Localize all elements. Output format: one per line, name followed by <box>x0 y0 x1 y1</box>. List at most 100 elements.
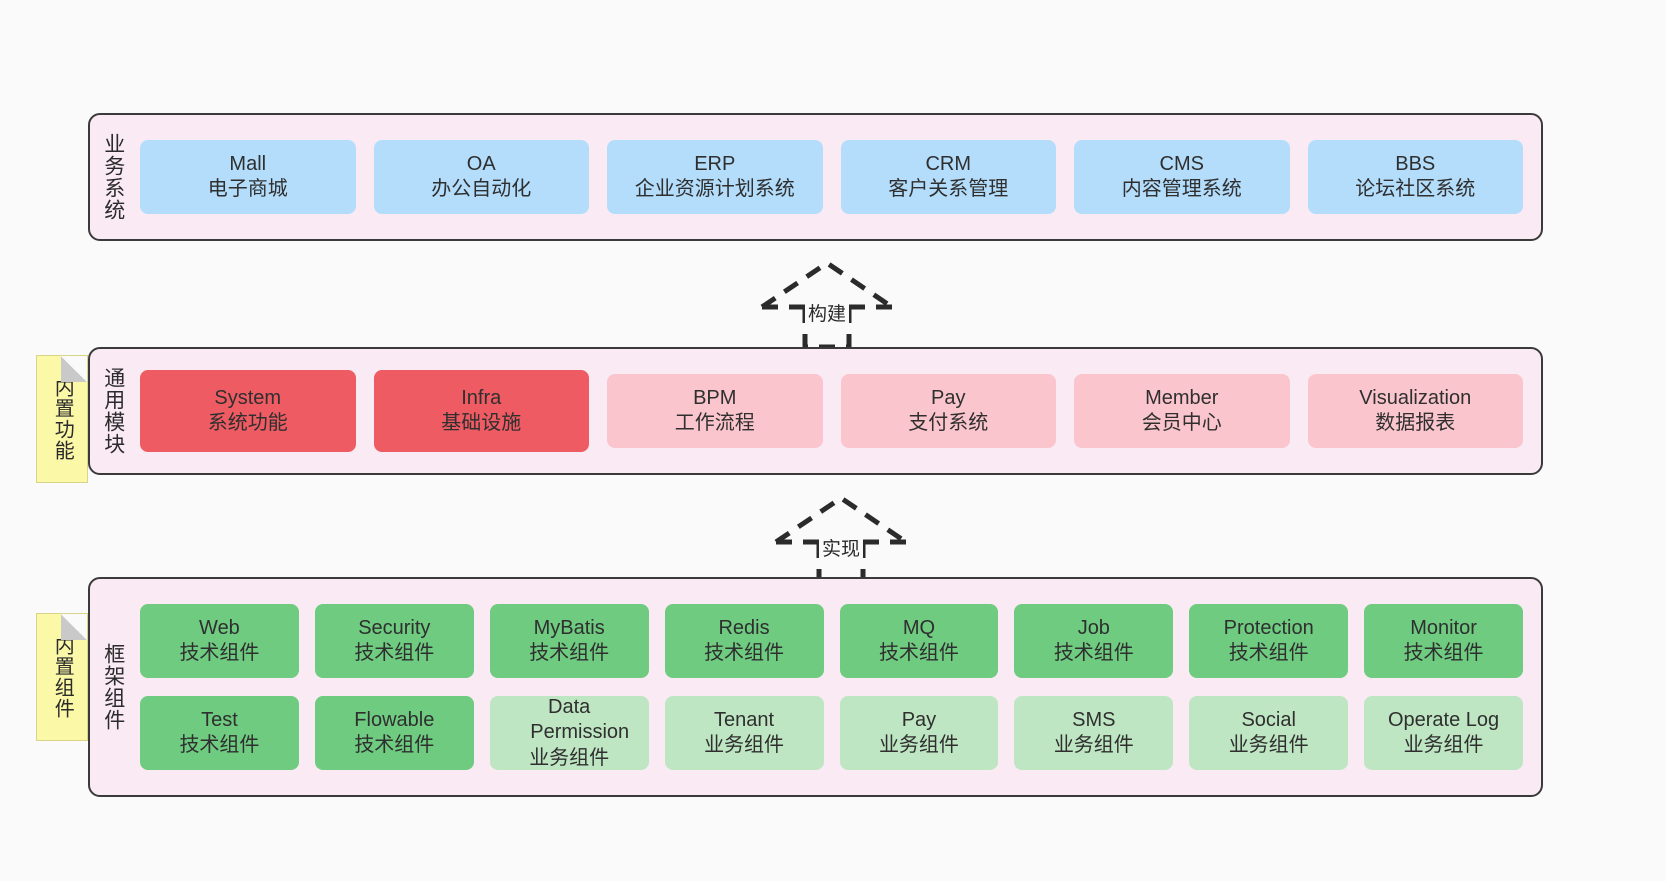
card-system-subtitle: 系统功能 <box>207 412 288 434</box>
card-web-title: Web <box>199 616 240 639</box>
card-cms[interactable]: CMS 内容管理系统 <box>1074 140 1290 214</box>
card-oa-title: OA <box>466 152 496 175</box>
card-sms[interactable]: SMS 业务组件 <box>1014 696 1174 770</box>
card-member-title: Member <box>1145 386 1219 409</box>
connector-implement: 实现 <box>766 490 916 585</box>
card-mq-title: MQ <box>902 616 936 639</box>
card-security-title: Security <box>358 616 431 639</box>
card-redis-title: Redis <box>718 616 770 639</box>
card-job[interactable]: Job 技术组件 <box>1014 604 1174 678</box>
card-pay-component-title: Pay <box>901 708 937 731</box>
common-modules-card-list: System 系统功能 Infra 基础设施 BPM 工作流程 Pay 支付系统… <box>136 349 1541 473</box>
card-flowable-subtitle: 技术组件 <box>354 734 435 756</box>
card-job-title: Job <box>1077 616 1110 639</box>
card-visualization-title: Visualization <box>1359 386 1472 409</box>
card-protection-subtitle: 技术组件 <box>1228 642 1309 664</box>
card-pay-component-subtitle: 业务组件 <box>878 734 959 756</box>
card-crm-subtitle: 客户关系管理 <box>888 178 1009 200</box>
card-operate-log-title: Operate Log <box>1387 708 1500 731</box>
card-monitor-title: Monitor <box>1410 616 1477 639</box>
card-security-subtitle: 技术组件 <box>354 642 435 664</box>
card-data-permission-subtitle: 业务组件 <box>529 746 610 769</box>
card-test-subtitle: 技术组件 <box>179 734 260 756</box>
card-mybatis[interactable]: MyBatis 技术组件 <box>489 604 649 678</box>
card-pay-component[interactable]: Pay 业务组件 <box>839 696 999 770</box>
card-system[interactable]: System 系统功能 <box>140 370 356 452</box>
card-protection-title: Protection <box>1223 616 1314 639</box>
card-bbs-subtitle: 论坛社区系统 <box>1355 178 1476 200</box>
card-tenant-title: Tenant <box>714 708 775 731</box>
card-security[interactable]: Security 技术组件 <box>314 604 474 678</box>
card-erp-subtitle: 企业资源计划系统 <box>634 178 795 200</box>
card-job-subtitle: 技术组件 <box>1053 642 1134 664</box>
card-infra-subtitle: 基础设施 <box>441 412 522 434</box>
business-systems-card-list: Mall 电子商城 OA 办公自动化 ERP 企业资源计划系统 CRM 客户关系… <box>136 115 1541 239</box>
connector-implement-label: 实现 <box>818 534 864 561</box>
card-protection[interactable]: Protection 技术组件 <box>1189 604 1349 678</box>
card-member-subtitle: 会员中心 <box>1141 412 1222 434</box>
layer-title-business-systems: 业务系统 <box>101 133 125 221</box>
card-infra[interactable]: Infra 基础设施 <box>373 370 589 452</box>
card-redis-subtitle: 技术组件 <box>704 642 785 664</box>
connector-build: 构建 <box>752 255 902 350</box>
card-operate-log[interactable]: Operate Log 业务组件 <box>1364 696 1523 770</box>
framework-components-card-list: Web 技术组件 Security 技术组件 MyBatis 技术组件 Redi… <box>136 579 1541 795</box>
card-infra-title: Infra <box>461 386 502 409</box>
card-mybatis-title: MyBatis <box>533 616 605 639</box>
card-mq[interactable]: MQ 技术组件 <box>839 604 999 678</box>
card-bpm[interactable]: BPM 工作流程 <box>607 374 823 448</box>
card-pay-module-subtitle: 支付系统 <box>908 412 989 434</box>
card-mybatis-subtitle: 技术组件 <box>529 642 610 664</box>
card-visualization[interactable]: Visualization 数据报表 <box>1307 374 1523 448</box>
note-fold-corner-icon <box>61 614 87 640</box>
card-tenant-subtitle: 业务组件 <box>704 734 785 756</box>
card-sms-subtitle: 业务组件 <box>1053 734 1134 756</box>
note-builtin-features: 内置功能 <box>36 355 88 483</box>
card-bbs[interactable]: BBS 论坛社区系统 <box>1307 140 1523 214</box>
card-mq-subtitle: 技术组件 <box>878 642 959 664</box>
card-flowable[interactable]: Flowable 技术组件 <box>314 696 474 770</box>
card-pay-module[interactable]: Pay 支付系统 <box>840 374 1056 448</box>
card-crm-title: CRM <box>925 152 972 175</box>
card-bbs-title: BBS <box>1395 152 1436 175</box>
card-mall[interactable]: Mall 电子商城 <box>140 140 356 214</box>
card-test[interactable]: Test 技术组件 <box>140 696 299 770</box>
layer-business-systems: 业务系统 Mall 电子商城 OA 办公自动化 ERP 企业资源计划系统 CRM… <box>88 113 1543 241</box>
card-operate-log-subtitle: 业务组件 <box>1403 734 1484 756</box>
card-flowable-title: Flowable <box>354 708 435 731</box>
card-mall-title: Mall <box>229 152 267 175</box>
card-erp[interactable]: ERP 企业资源计划系统 <box>607 140 823 214</box>
framework-row-tech: Web 技术组件 Security 技术组件 MyBatis 技术组件 Redi… <box>140 604 1523 678</box>
card-web[interactable]: Web 技术组件 <box>140 604 299 678</box>
card-social[interactable]: Social 业务组件 <box>1189 696 1349 770</box>
card-pay-module-title: Pay <box>931 386 966 409</box>
card-monitor-subtitle: 技术组件 <box>1403 642 1484 664</box>
note-fold-corner-icon <box>61 356 87 382</box>
card-social-subtitle: 业务组件 <box>1228 734 1309 756</box>
card-test-title: Test <box>201 708 238 731</box>
card-oa[interactable]: OA 办公自动化 <box>373 140 589 214</box>
connector-build-label: 构建 <box>804 299 850 326</box>
card-monitor[interactable]: Monitor 技术组件 <box>1364 604 1523 678</box>
card-web-subtitle: 技术组件 <box>179 642 260 664</box>
card-mall-subtitle: 电子商城 <box>207 178 288 200</box>
card-data-permission[interactable]: Data Permission 业务组件 <box>489 696 649 770</box>
card-cms-title: CMS <box>1159 152 1204 175</box>
card-oa-subtitle: 办公自动化 <box>431 178 532 200</box>
layer-title-framework-components: 框架组件 <box>101 643 125 731</box>
card-data-permission-title: Data Permission <box>530 696 630 744</box>
layer-common-modules: 通用模块 System 系统功能 Infra 基础设施 BPM 工作流程 Pay… <box>88 347 1543 475</box>
card-system-title: System <box>214 386 282 409</box>
card-tenant[interactable]: Tenant 业务组件 <box>664 696 824 770</box>
card-social-title: Social <box>1241 708 1296 731</box>
card-crm[interactable]: CRM 客户关系管理 <box>840 140 1056 214</box>
note-builtin-components: 内置组件 <box>36 613 88 741</box>
layer-framework-components: 框架组件 Web 技术组件 Security 技术组件 MyBatis 技术组件 <box>88 577 1543 797</box>
card-redis[interactable]: Redis 技术组件 <box>664 604 824 678</box>
card-bpm-subtitle: 工作流程 <box>674 412 755 434</box>
layer-title-common-modules: 通用模块 <box>101 367 125 455</box>
card-member[interactable]: Member 会员中心 <box>1074 374 1290 448</box>
note-builtin-components-label: 内置组件 <box>51 635 74 719</box>
card-sms-title: SMS <box>1072 708 1116 731</box>
